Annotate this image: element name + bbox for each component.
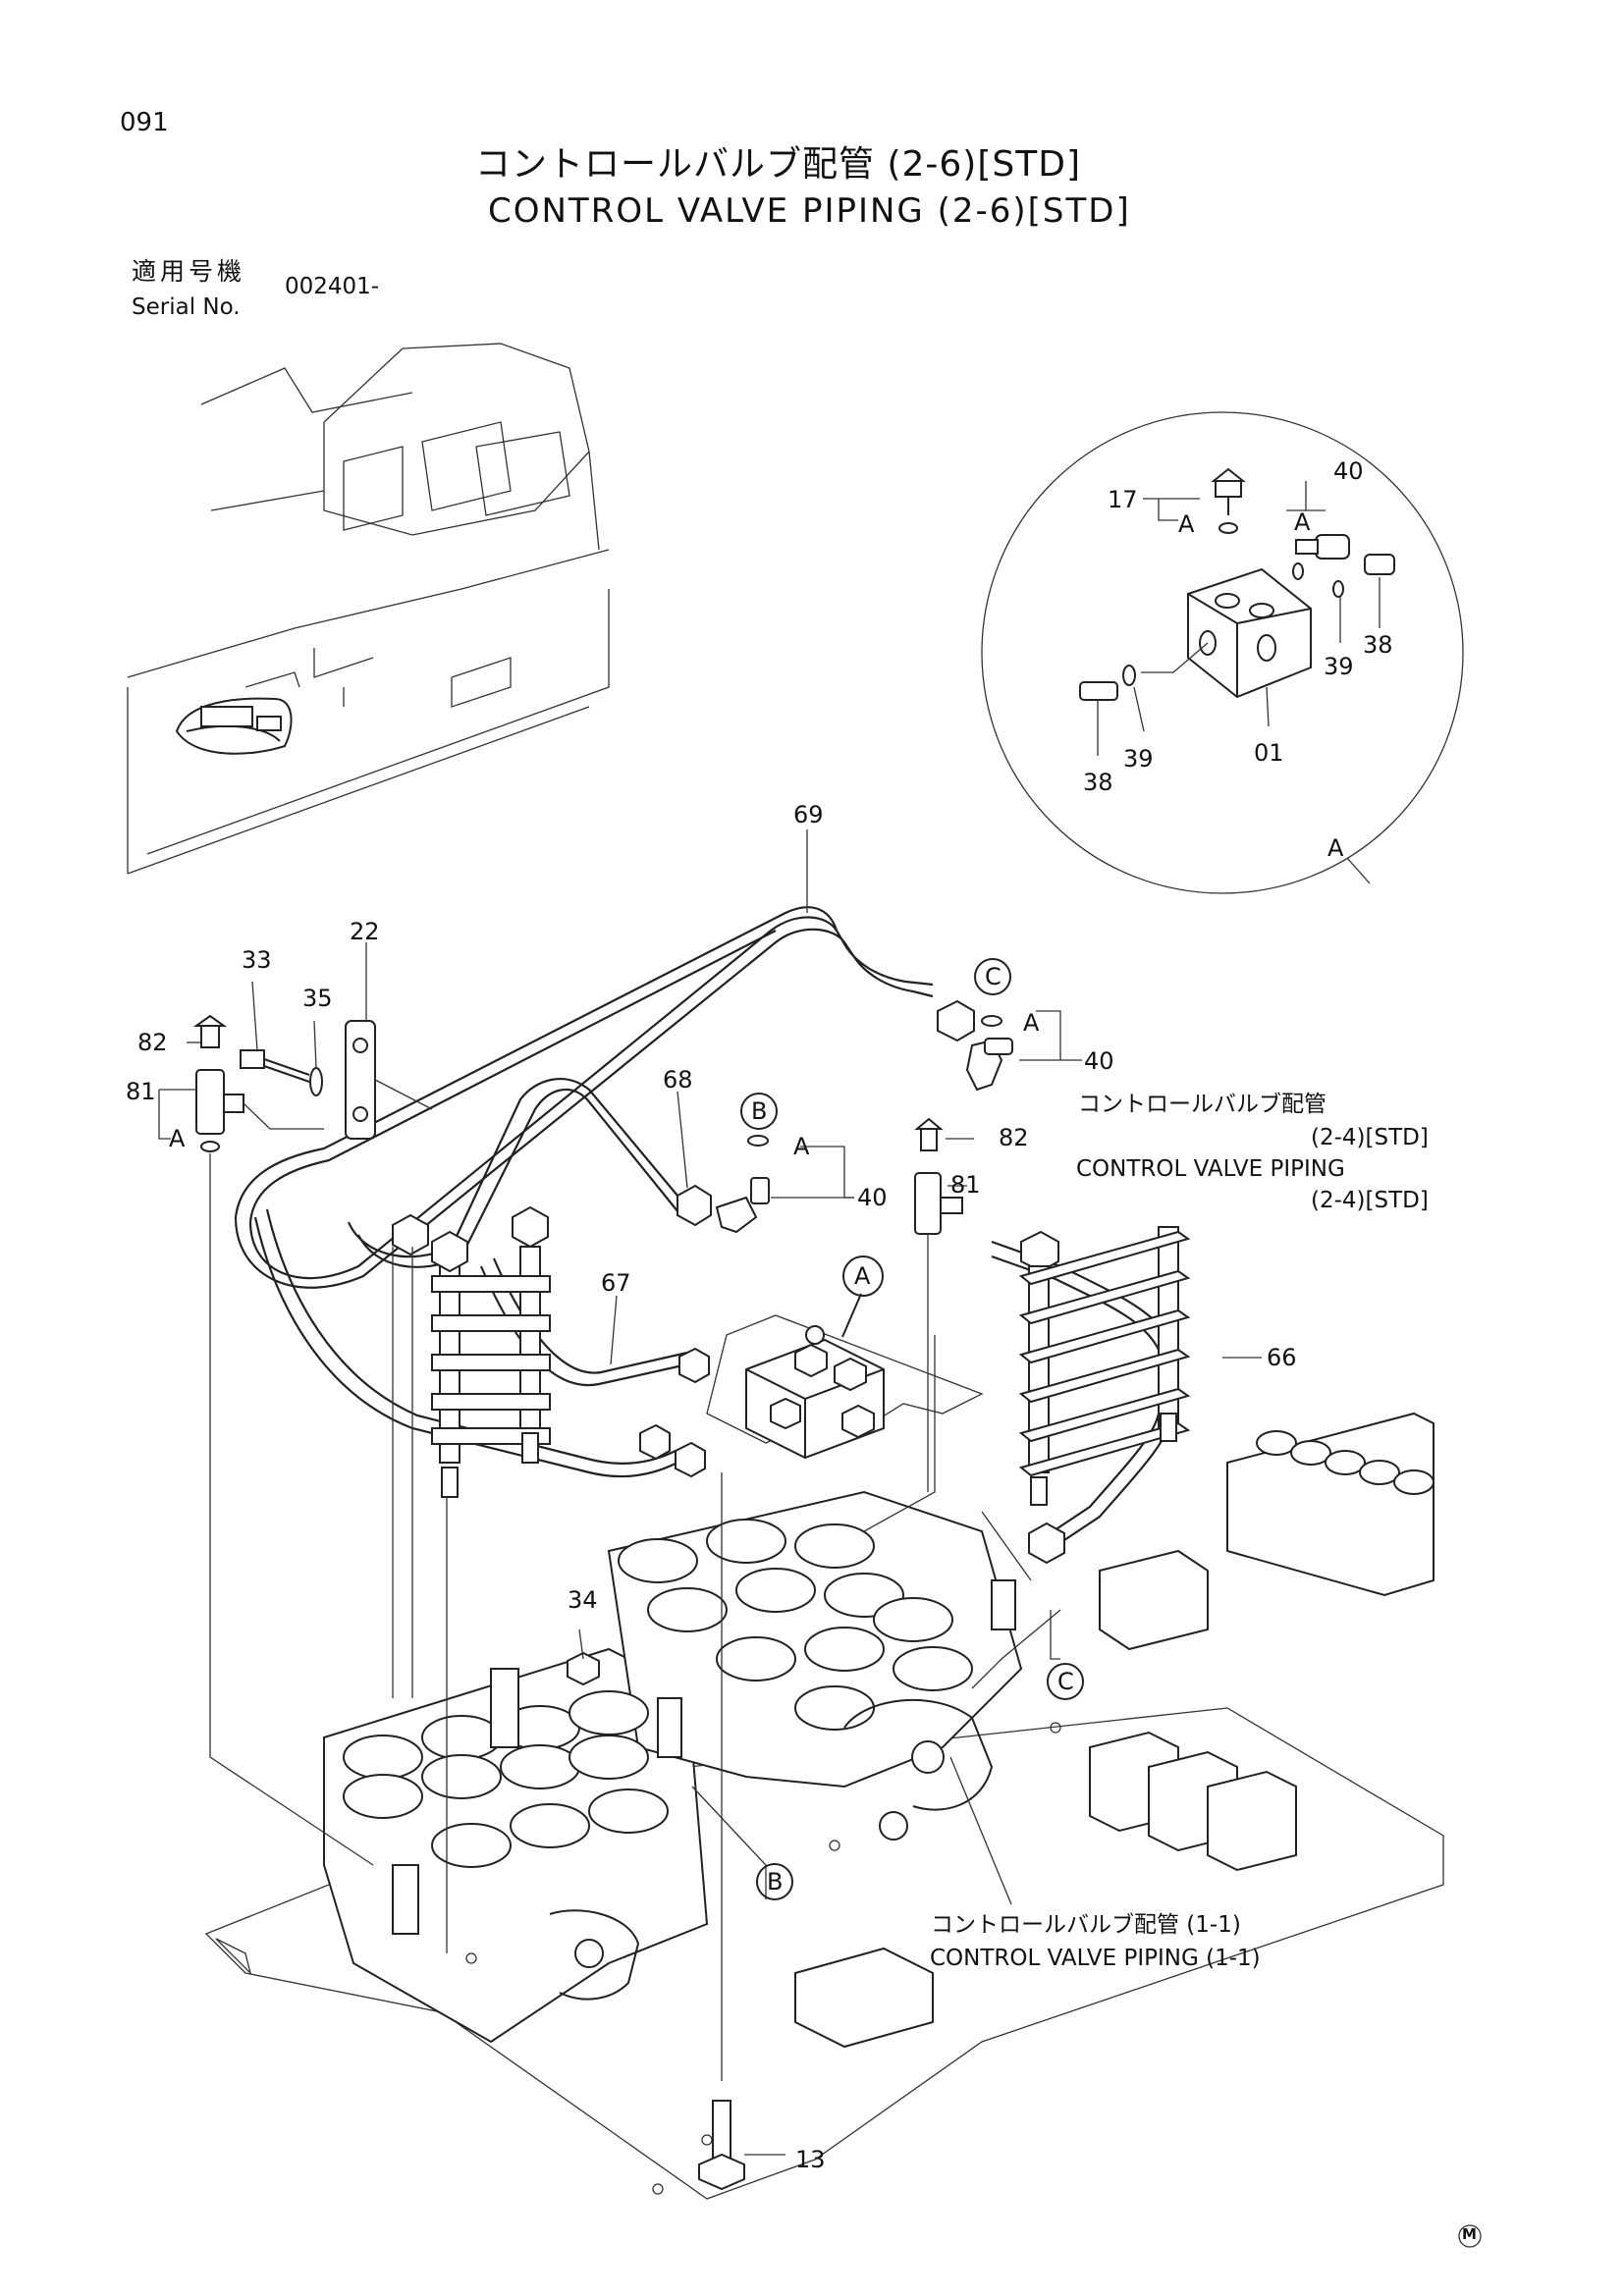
part-number-22: 22 <box>350 918 380 945</box>
marker-c-lower: C <box>1057 1668 1074 1695</box>
reference-detail-2-4-a: (2-4)[STD] <box>1311 1125 1429 1150</box>
relation-lines <box>209 1153 1061 1953</box>
tee-fitting-left <box>192 1014 324 1152</box>
spool-caps-right <box>618 1519 973 1731</box>
part-number-67: 67 <box>601 1269 631 1297</box>
ref-a-17: A <box>1178 510 1195 538</box>
tee-fitting-right <box>914 1117 963 1492</box>
part-number-33: 33 <box>242 946 272 974</box>
machine-overview-illustration <box>127 343 610 875</box>
block-01-assembly <box>706 1293 984 1460</box>
callout-leaders <box>158 829 1262 1660</box>
part-number-81-left: 81 <box>126 1078 156 1105</box>
control-valve-assembly <box>204 1412 1444 2200</box>
pipe-lower-loop <box>253 1208 678 1478</box>
part-number-40-lower: 40 <box>857 1184 888 1211</box>
part-number-13: 13 <box>795 2146 826 2173</box>
ref-a-81: A <box>169 1125 186 1152</box>
serial-label-english: Serial No. <box>132 294 241 320</box>
ref-a-b: A <box>793 1133 810 1160</box>
clamp-stack-left <box>392 1205 551 1698</box>
bolt-13 <box>698 1472 785 2191</box>
part-number-81-right: 81 <box>950 1171 981 1199</box>
part-number-39-left: 39 <box>1123 745 1154 773</box>
serial-label-japanese: 適用号機 <box>132 257 246 286</box>
clamp-stack-right <box>1018 1226 1191 1506</box>
serial-number-value: 002401- <box>285 274 380 299</box>
elbow-fittings-40 <box>715 1015 1013 1234</box>
part-number-82-left: 82 <box>137 1029 168 1056</box>
reference-jp-2-4: コントロールバルブ配管 <box>1078 1092 1326 1117</box>
circle-markers <box>740 958 1482 2248</box>
ref-a-c: A <box>1023 1009 1040 1037</box>
part-number-40-upper: 40 <box>1084 1047 1114 1075</box>
page-title-japanese: コントロールバルブ配管 (2-6)[STD] <box>475 144 1081 185</box>
detail-a-label: A <box>1327 834 1344 862</box>
pipe-69 <box>234 906 934 1289</box>
detail-a-view <box>981 411 1464 894</box>
manual-mark: M <box>1462 2225 1477 2243</box>
part-number-38-left: 38 <box>1083 769 1113 796</box>
reference-jp-1-1: コントロールバルブ配管 (1-1) <box>931 1912 1241 1938</box>
page-number: 091 <box>120 108 169 137</box>
part-number-17: 17 <box>1108 486 1138 513</box>
part-number-35: 35 <box>302 985 333 1012</box>
pipe-nuts <box>392 999 1065 1565</box>
reservoir-blocks <box>794 1412 1435 2049</box>
ref-a-40: A <box>1294 508 1311 536</box>
reference-en-2-4: CONTROL VALVE PIPING <box>1076 1156 1345 1182</box>
marker-a-block: A <box>854 1262 871 1290</box>
part-number-82-right: 82 <box>999 1124 1029 1151</box>
part-number-69: 69 <box>793 801 824 828</box>
page-title-english: CONTROL VALVE PIPING (2-6)[STD] <box>488 191 1131 231</box>
part-number-39-right: 39 <box>1324 653 1354 680</box>
marker-b-upper: B <box>751 1097 768 1125</box>
reference-en-1-1: CONTROL VALVE PIPING (1-1) <box>930 1946 1261 1971</box>
part-number-34: 34 <box>568 1586 598 1614</box>
marker-b-lower: B <box>767 1868 784 1896</box>
part-number-38-right: 38 <box>1363 631 1393 659</box>
part-number-01: 01 <box>1254 739 1284 767</box>
reference-detail-2-4-b: (2-4)[STD] <box>1311 1188 1429 1213</box>
bracket-22-and-bolt-33 <box>240 1020 433 1140</box>
marker-c-upper: C <box>985 963 1001 990</box>
part-number-68: 68 <box>663 1066 693 1094</box>
part-number-66: 66 <box>1267 1344 1297 1371</box>
spool-caps-left <box>343 1690 669 1868</box>
part-number-40-detail: 40 <box>1333 457 1364 485</box>
